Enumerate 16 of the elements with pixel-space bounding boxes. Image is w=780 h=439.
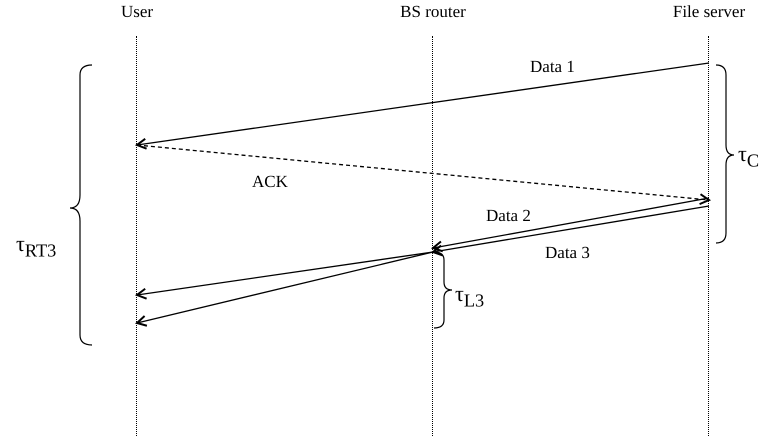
edge-label: Data 3: [545, 244, 590, 261]
time-interval-label: τ$_{C}$: [738, 143, 760, 170]
message-arrow: [432, 197, 710, 252]
participant-label: File server: [672, 2, 746, 22]
time-interval-label: τ$_{L3}$: [455, 283, 484, 310]
participant-label: BS router: [399, 2, 467, 22]
time-interval-label: τ$_{RT3}$: [16, 233, 56, 260]
edge-label: Data 2: [486, 207, 531, 224]
message-arrow: [136, 251, 434, 300]
message-arrow: [136, 251, 434, 327]
edge-label: Data 1: [530, 58, 575, 75]
message-arrow: [432, 205, 710, 256]
edge-label: ACK: [252, 173, 288, 190]
message-arrow: [136, 144, 710, 206]
participant-label: User: [120, 2, 154, 22]
message-arrow: [136, 62, 710, 150]
